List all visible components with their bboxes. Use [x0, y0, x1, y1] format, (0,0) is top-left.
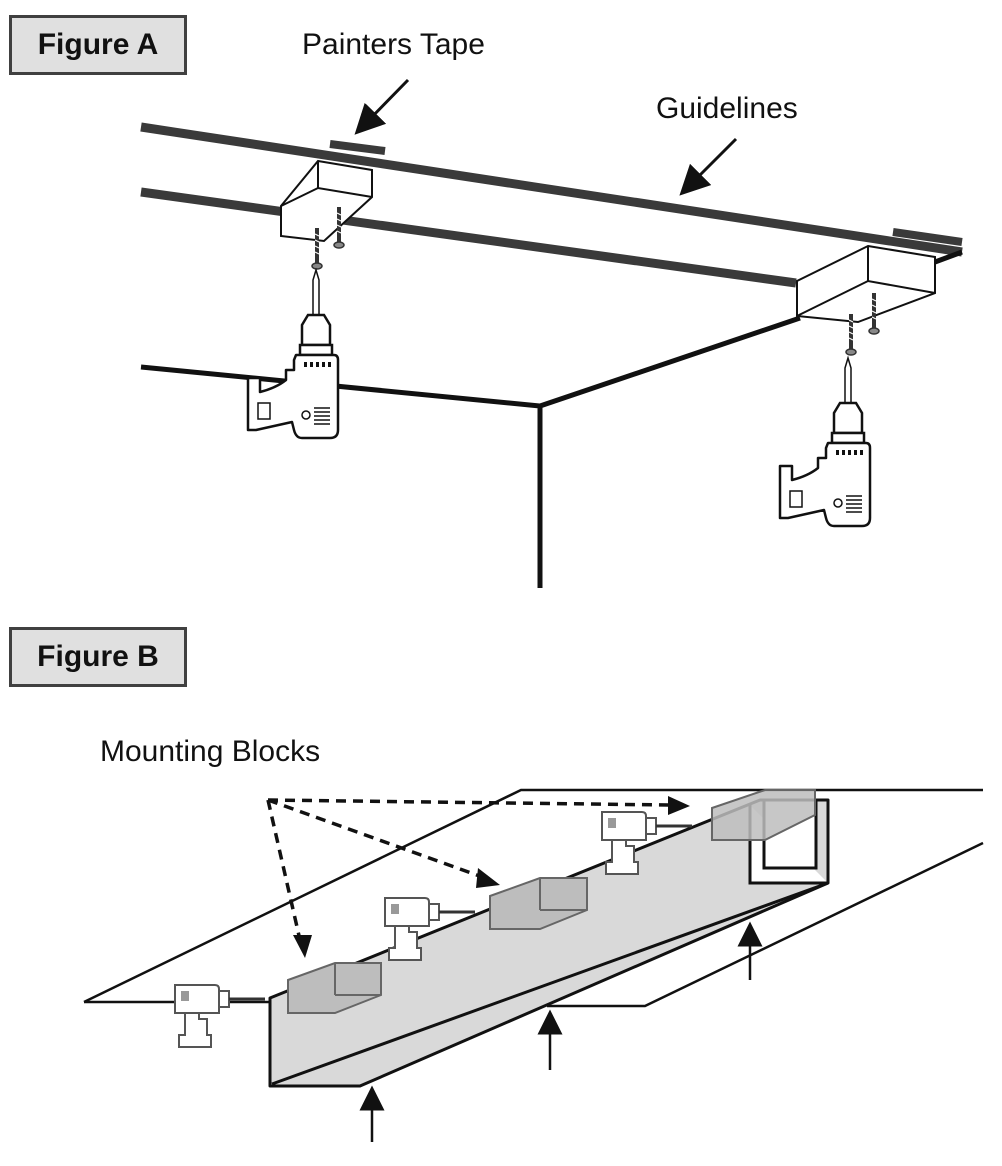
figure-a-label: Figure A — [9, 15, 187, 75]
mounting-block-b3 — [711, 789, 816, 841]
pointer-line — [267, 798, 671, 807]
guideline-upper — [140, 122, 963, 257]
drill-icon — [246, 268, 340, 440]
guidelines-arrow — [679, 137, 738, 196]
ceiling-edge-right — [539, 315, 801, 409]
painters-tape-arrow — [354, 78, 410, 135]
figure-a-illustration — [140, 78, 963, 588]
guideline-lower — [140, 187, 797, 288]
guidelines-callout: Guidelines — [656, 92, 798, 125]
figure-b-label: Figure B — [9, 627, 187, 687]
painters-tape-left — [329, 140, 386, 155]
wall-ceiling-edge — [140, 364, 543, 588]
painters-tape-callout: Painters Tape — [302, 28, 485, 61]
mounting-blocks-callout: Mounting Blocks — [100, 735, 321, 768]
mounting-block-a2 — [796, 244, 936, 324]
drill-icon — [173, 983, 267, 1049]
figure-b-illustration — [83, 788, 984, 1142]
mounting-block-b1 — [287, 962, 382, 1014]
pointer-line — [266, 799, 302, 941]
mounting-block-b2 — [489, 877, 588, 930]
painters-tape-right — [892, 228, 963, 246]
mounting-block-a1 — [280, 159, 373, 243]
pointer-line — [267, 798, 486, 880]
drill-icon — [778, 356, 872, 528]
